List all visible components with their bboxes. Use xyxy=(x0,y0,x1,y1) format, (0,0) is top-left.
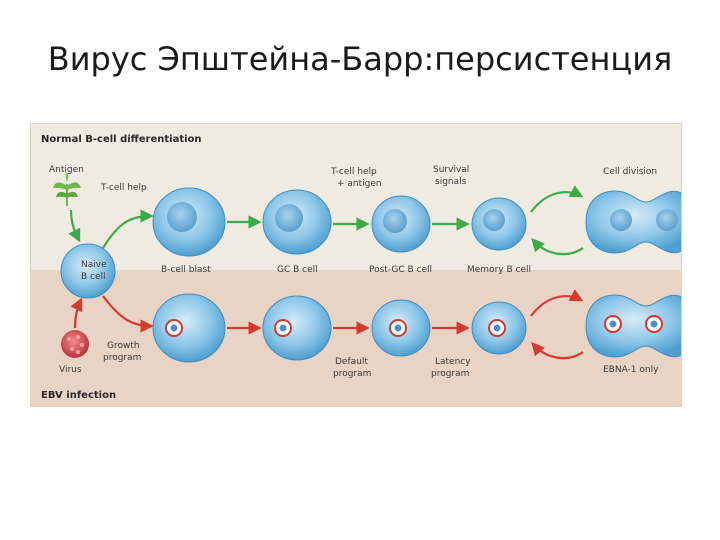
bottom-dividing-cell xyxy=(585,294,681,358)
growth-label-2: program xyxy=(103,353,141,363)
growth-label-1: Growth xyxy=(107,341,140,351)
top-region xyxy=(31,124,681,270)
naive-label-2: B cell xyxy=(81,272,106,282)
default-label-1: Default xyxy=(335,357,368,367)
antigen-label: Antigen xyxy=(49,165,84,175)
naive-b-cell xyxy=(60,243,116,299)
bottom-b-cell-blast xyxy=(152,293,226,363)
arrow-top-division-back xyxy=(531,238,584,256)
ebna1-label: EBNA-1 only xyxy=(603,365,659,375)
antigen-icon xyxy=(53,172,81,206)
ebv-diagram: Normal B-cell differentiation EBV infect… xyxy=(30,123,682,407)
arrow-bottom-division-back xyxy=(531,342,584,360)
tcell-help-antigen-label-2: + antigen xyxy=(337,179,382,189)
gc-b-cell-label: GC B cell xyxy=(277,265,318,275)
bottom-post-gc-b-cell xyxy=(371,299,431,357)
top-post-gc-b-cell xyxy=(371,195,431,253)
tcell-help-label: T-cell help xyxy=(100,183,147,193)
arrow-bottom-division-out xyxy=(530,289,584,317)
naive-label-1: Naive xyxy=(81,260,107,270)
top-header: Normal B-cell differentiation xyxy=(41,134,202,145)
top-b-cell-blast xyxy=(152,187,226,257)
tcell-help-antigen-label-1: T-cell help xyxy=(330,167,377,177)
arrow-naive-to-infected-blast xyxy=(102,295,154,333)
survival-label-1: Survival xyxy=(433,165,469,175)
arrow-naive-to-blast xyxy=(102,209,154,249)
cell-division-label: Cell division xyxy=(603,167,657,177)
memory-b-cell-label: Memory B cell xyxy=(467,265,531,275)
top-gc-b-cell xyxy=(262,189,332,255)
virus-icon xyxy=(61,330,89,358)
slide-title: Вирус Эпштейна-Барр:персистенция xyxy=(47,40,673,78)
bottom-header: EBV infection xyxy=(41,390,116,401)
bottom-memory-b-cell xyxy=(471,301,527,355)
bottom-gc-b-cell xyxy=(262,295,332,361)
survival-label-2: signals xyxy=(435,177,467,187)
arrow-antigen-to-naive xyxy=(68,209,81,243)
latency-label-2: program xyxy=(431,369,469,379)
bottom-region xyxy=(31,270,681,406)
post-gc-b-cell-label: Post-GC B cell xyxy=(369,265,432,275)
latency-label-1: Latency xyxy=(435,357,471,367)
arrow-virus-to-naive xyxy=(70,297,83,329)
b-cell-blast-label: B-cell blast xyxy=(161,265,211,275)
arrow-top-division-out xyxy=(530,185,584,213)
default-label-2: program xyxy=(333,369,371,379)
top-memory-b-cell xyxy=(471,197,527,251)
virus-label: Virus xyxy=(59,365,82,375)
top-dividing-cell xyxy=(585,190,681,254)
